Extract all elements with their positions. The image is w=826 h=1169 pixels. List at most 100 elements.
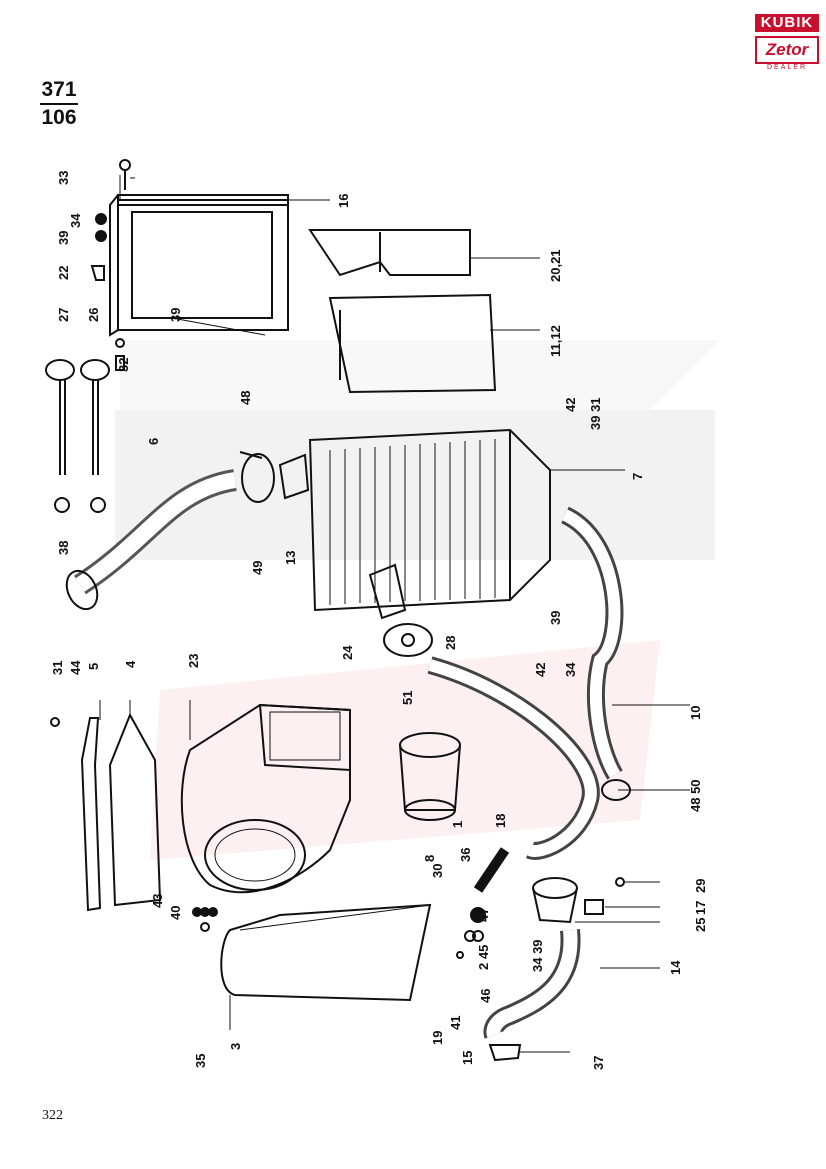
label-3: 3	[228, 1043, 243, 1050]
hose-part-14	[483, 929, 581, 1039]
label-37: 37	[591, 1056, 606, 1070]
bracket-part-22	[90, 265, 105, 281]
ring-part-38	[54, 497, 70, 513]
label-22: 22	[56, 266, 71, 280]
label-34-39: 34 39	[530, 939, 545, 972]
fasteners-40-43	[192, 907, 218, 932]
ring-part-38b	[90, 497, 106, 513]
label-14: 14	[668, 960, 683, 975]
section-code-bottom: 106	[41, 106, 77, 129]
logo-dealer-text: DEALER	[766, 64, 807, 71]
label-32: 32	[116, 358, 131, 372]
gasket-part-5	[80, 717, 102, 912]
hose-part-10	[560, 506, 624, 780]
label-47: 47	[476, 908, 491, 922]
screw-part-29	[615, 877, 625, 887]
frame-part-16	[109, 194, 289, 337]
label-17: 17	[693, 901, 708, 915]
label-29: 29	[693, 879, 708, 893]
hose-part-6	[65, 469, 237, 611]
screw-part-31	[50, 717, 60, 727]
label-31: 31	[50, 661, 65, 675]
parts-linework	[45, 159, 690, 1062]
label-34: 34	[68, 213, 83, 228]
outlet-part-24	[368, 563, 407, 620]
bolt-part-32	[115, 338, 125, 371]
label-10: 10	[688, 706, 703, 720]
panel-part-20-21	[308, 229, 471, 277]
label-39c: 39	[548, 611, 563, 625]
label-33: 33	[56, 171, 71, 185]
screw-part-48	[239, 451, 263, 459]
label-2-45: 2 45	[476, 945, 491, 970]
label-49: 49	[250, 561, 265, 575]
belt-part-3	[220, 903, 432, 1002]
label-6: 6	[146, 438, 161, 445]
label-25: 25	[693, 918, 708, 932]
label-39b: 39	[168, 308, 183, 322]
label-7: 7	[630, 473, 645, 480]
label-34c: 34	[563, 662, 578, 677]
label-11-12: 11,12	[548, 325, 563, 357]
label-30: 30	[430, 864, 445, 878]
fittings-part-2-45-47	[456, 907, 486, 959]
section-code-top: 371	[41, 78, 77, 101]
seal-part-51	[383, 623, 433, 657]
hose-part-18	[427, 656, 600, 893]
label-44: 44	[68, 660, 83, 675]
label-26: 26	[86, 308, 101, 322]
label-35: 35	[193, 1054, 208, 1068]
label-48-50: 48 50	[688, 779, 703, 812]
label-15: 15	[460, 1051, 475, 1065]
washer-part-39	[95, 230, 107, 242]
label-1: 1	[450, 821, 465, 828]
label-19: 19	[430, 1031, 445, 1045]
sleeve-part-13	[278, 453, 310, 500]
watermark	[115, 340, 720, 860]
label-20-21: 20,21	[548, 249, 563, 282]
page-number: 322	[42, 1108, 63, 1123]
screw-part-33	[119, 159, 131, 190]
label-5: 5	[86, 663, 101, 670]
label-51: 51	[400, 691, 415, 705]
label-38: 38	[56, 541, 71, 555]
label-42b: 42	[563, 398, 578, 412]
dealer-logo: KUBIK Zetor DEALER	[755, 14, 819, 76]
label-42c: 42	[533, 663, 548, 677]
part-label-group: 33 16 34 39 22 20,21 27 26 39 11,12 32 4…	[50, 171, 708, 1070]
rod-part-26	[80, 359, 110, 475]
rod-part-27	[45, 359, 75, 475]
washer-part-34	[95, 213, 107, 225]
panel-part-11-12	[328, 293, 497, 394]
label-8: 8	[422, 855, 437, 862]
sleeve-part-8	[399, 732, 461, 821]
logo-brand-text: KUBIK	[755, 14, 819, 32]
label-24: 24	[340, 645, 355, 660]
label-13: 13	[283, 551, 298, 565]
logo-brand2-text: Zetor	[755, 36, 819, 64]
label-36: 36	[458, 848, 473, 862]
thermostat-part-17	[532, 877, 604, 924]
fraction-bar	[40, 103, 78, 105]
cover-part-4	[108, 712, 162, 907]
clamp-part-49	[241, 453, 275, 503]
page-section-code: 371 106	[40, 78, 78, 130]
label-4: 4	[123, 660, 138, 668]
elbow-part-15	[488, 1044, 522, 1062]
label-18: 18	[493, 814, 508, 828]
label-46: 46	[478, 989, 493, 1003]
label-27: 27	[56, 308, 71, 322]
radiator-part-7	[308, 428, 551, 612]
label-39: 39	[56, 231, 71, 245]
label-39-31: 39 31	[588, 397, 603, 430]
leader-lines	[99, 175, 690, 1053]
blower-part-23	[180, 703, 351, 894]
label-28: 28	[443, 636, 458, 650]
label-40: 40	[168, 906, 183, 920]
label-48: 48	[238, 391, 253, 405]
label-41: 41	[448, 1016, 463, 1030]
label-43: 43	[150, 894, 165, 908]
label-23: 23	[186, 654, 201, 668]
